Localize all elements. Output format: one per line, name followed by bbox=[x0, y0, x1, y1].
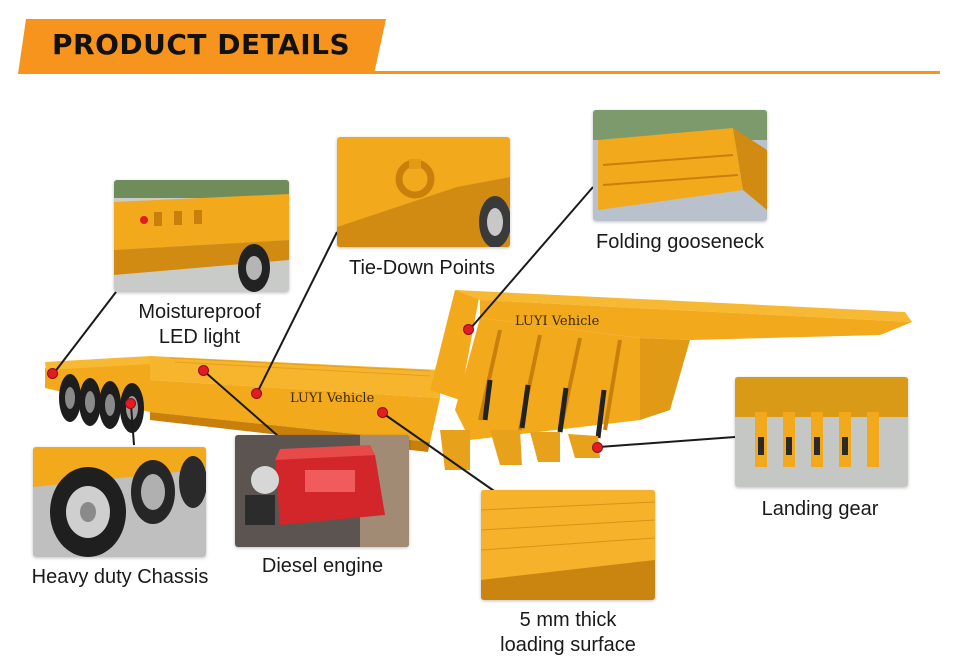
gooseneck-brand-decal: LUYI Vehicle bbox=[515, 314, 600, 329]
marker-dot-tie-down bbox=[251, 388, 262, 399]
label-landing-gear: Landing gear bbox=[761, 498, 879, 520]
label-tie-down-points: Tie-Down Points bbox=[349, 257, 495, 279]
photo-folding-gooseneck bbox=[593, 110, 767, 221]
photo-landing-gear bbox=[735, 377, 908, 487]
page-title: PRODUCT DETAILS bbox=[52, 28, 351, 61]
header-underline bbox=[374, 71, 940, 74]
photo-diesel-engine bbox=[235, 435, 409, 547]
header-banner bbox=[18, 19, 386, 74]
marker-dot-gooseneck bbox=[463, 324, 474, 335]
label-folding-gooseneck: Folding gooseneck bbox=[596, 231, 764, 253]
side-brand-decal: LUYI Vehicle bbox=[290, 391, 375, 406]
marker-dot-loading-surface bbox=[377, 407, 388, 418]
photo-led-light bbox=[114, 180, 289, 292]
label-heavy-duty-chassis: Heavy duty Chassis bbox=[31, 566, 209, 588]
photo-tie-down-points bbox=[337, 137, 510, 247]
photo-heavy-duty-chassis bbox=[33, 447, 206, 557]
marker-dot-led-light bbox=[47, 368, 58, 379]
photo-loading-surface bbox=[481, 490, 655, 600]
marker-dot-landing-gear bbox=[592, 442, 603, 453]
marker-dot-engine bbox=[198, 365, 209, 376]
label-diesel-engine: Diesel engine bbox=[261, 555, 384, 577]
label-loading-surface: 5 mm thick loading surface bbox=[500, 609, 636, 656]
label-moistureproof-led-light: Moistureproof LED light bbox=[138, 301, 261, 348]
marker-dot-chassis bbox=[125, 398, 136, 409]
